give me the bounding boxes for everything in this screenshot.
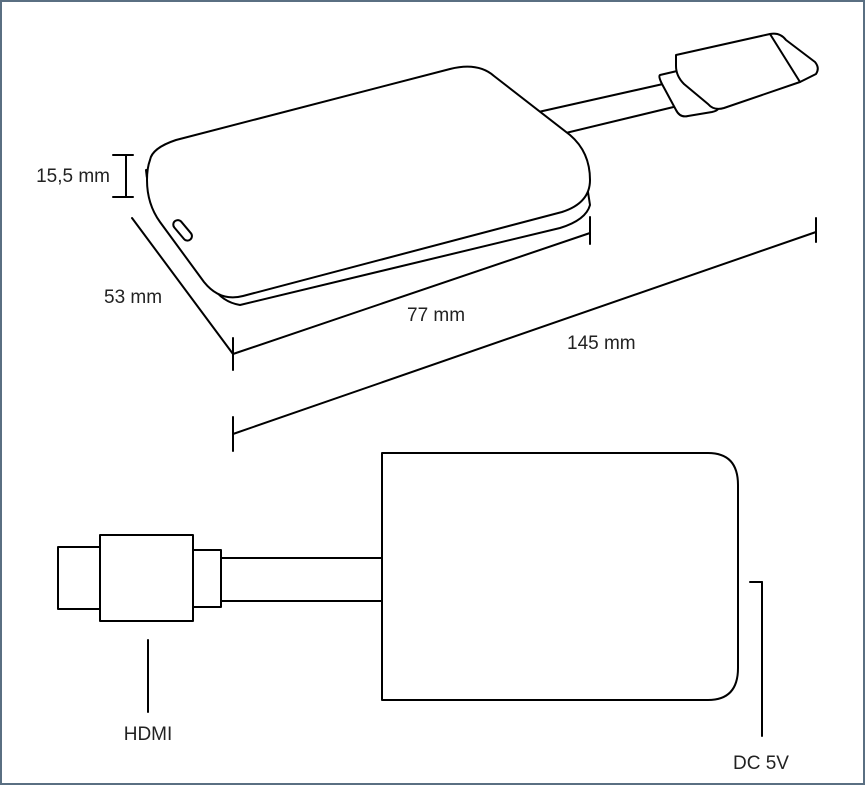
dim-width-label: 53 mm (104, 287, 162, 308)
dim-height-marker (112, 154, 134, 198)
dim-total-length-line (232, 217, 817, 452)
dim-body-length-line (232, 216, 591, 355)
plan-hdmi-body (99, 534, 194, 622)
dc-5v-label: DC 5V (733, 753, 789, 774)
plan-hdmi-collar (192, 549, 222, 608)
plan-view: HDMI DC 5V (57, 452, 789, 774)
plan-cable (220, 557, 383, 602)
iso-dc-port (172, 219, 193, 242)
plan-device-body (381, 452, 739, 701)
isometric-view: 15,5 mm 53 mm 77 mm 145 mm (36, 32, 819, 452)
dim-height-label: 15,5 mm (36, 166, 110, 187)
iso-hdmi-head-edge (769, 33, 801, 83)
dim-body-length-label: 77 mm (407, 305, 465, 326)
dim-total-length-label: 145 mm (567, 333, 636, 354)
plan-hdmi-tip (57, 546, 102, 610)
hdmi-label: HDMI (124, 724, 173, 745)
iso-body-top (146, 65, 591, 299)
dc-leader (749, 581, 763, 737)
